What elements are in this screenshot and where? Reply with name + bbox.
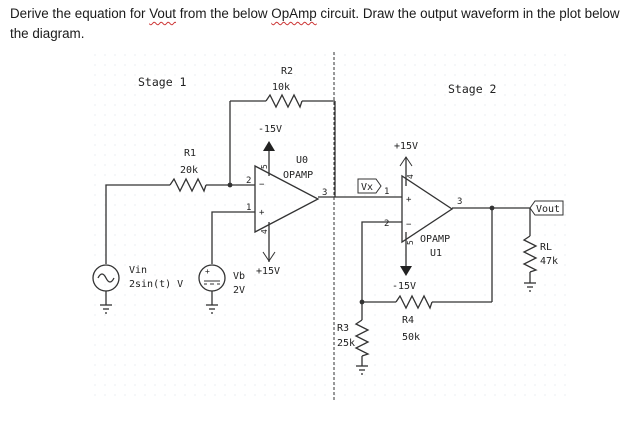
svg-text:Vout: Vout bbox=[536, 204, 560, 215]
junction-dot bbox=[227, 182, 233, 188]
resistor-r4 bbox=[395, 294, 433, 310]
u1-name: U1 bbox=[430, 248, 442, 259]
junction-dot bbox=[359, 299, 365, 305]
u1-pin-inv: 2 bbox=[384, 219, 389, 229]
r1-value: 20k bbox=[180, 165, 198, 176]
ground-icon bbox=[356, 365, 368, 375]
r4-name: R4 bbox=[402, 315, 414, 326]
question-part: Derive the equation for bbox=[10, 6, 150, 21]
svg-text:Vx: Vx bbox=[361, 182, 373, 193]
u1-supply-bottom-label: -15V bbox=[392, 281, 416, 292]
junction-dot bbox=[489, 205, 495, 211]
stage1-label: Stage 1 bbox=[138, 75, 187, 89]
opamp-u1 bbox=[401, 174, 454, 244]
u1-pin-vminus: 5 bbox=[406, 240, 415, 245]
u0-supply-bottom-arrow bbox=[262, 251, 276, 262]
resistor-r3 bbox=[354, 319, 370, 357]
u1-pin-vplus: 4 bbox=[406, 174, 415, 179]
u0-pin-vminus: 4 bbox=[260, 229, 269, 234]
u1-plus-sign: + bbox=[406, 195, 412, 205]
ground-icon bbox=[100, 304, 112, 314]
question-text: Derive the equation for Vout from the be… bbox=[10, 4, 635, 44]
vin-name: Vin bbox=[129, 265, 147, 276]
u0-minus-sign: − bbox=[259, 180, 265, 190]
u0-supply-top-label: -15V bbox=[258, 124, 282, 135]
vb-value: 2V bbox=[233, 285, 245, 296]
r1-name: R1 bbox=[184, 148, 196, 159]
u0-supply-top-arrow bbox=[263, 141, 275, 151]
r3-value: 25k bbox=[337, 338, 355, 349]
ground-icon bbox=[524, 282, 536, 292]
u1-supply-bottom-arrow bbox=[400, 266, 412, 276]
rl-name: RL bbox=[540, 242, 552, 253]
stage2-label: Stage 2 bbox=[448, 82, 496, 96]
source-vb: + bbox=[198, 264, 226, 292]
r3-name: R3 bbox=[337, 323, 349, 334]
schematic-grid bbox=[90, 52, 568, 402]
stage2-wires bbox=[361, 207, 531, 366]
r4-value: 50k bbox=[402, 332, 420, 343]
u0-type: OPAMP bbox=[283, 170, 313, 181]
vin-value: 2sin(t) V bbox=[129, 279, 183, 290]
u1-supply-top-arrow bbox=[399, 156, 413, 167]
question-part: from the below bbox=[176, 6, 272, 21]
question-word-opamp: OpAmp bbox=[271, 6, 317, 21]
source-vin bbox=[92, 264, 120, 292]
stage1-wires bbox=[105, 100, 402, 305]
question-word-vout: Vout bbox=[149, 6, 177, 21]
resistor-r1 bbox=[169, 177, 207, 193]
u0-name: U0 bbox=[296, 155, 308, 166]
u1-supply-top-label: +15V bbox=[394, 141, 418, 152]
ground-icon bbox=[206, 304, 218, 314]
u1-type: OPAMP bbox=[420, 234, 450, 245]
net-label-vout: Vout bbox=[529, 200, 564, 216]
rl-value: 47k bbox=[540, 256, 558, 267]
resistor-rl bbox=[522, 235, 538, 273]
u0-pin-noninv: 1 bbox=[246, 203, 251, 213]
r2-name: R2 bbox=[281, 66, 293, 77]
u1-pin-out: 3 bbox=[457, 197, 462, 207]
u0-pin-out: 3 bbox=[322, 188, 327, 198]
resistor-r2 bbox=[265, 93, 303, 109]
u1-pin-noninv: 1 bbox=[384, 187, 389, 197]
r2-value: 10k bbox=[272, 82, 290, 93]
u0-supply-bottom-label: +15V bbox=[256, 266, 280, 277]
net-label-vx: Vx bbox=[357, 178, 382, 194]
opamp-u0 bbox=[254, 164, 320, 234]
u1-minus-sign: − bbox=[406, 220, 412, 230]
u0-pin-inv: 2 bbox=[246, 176, 251, 186]
vb-name: Vb bbox=[233, 271, 245, 282]
u0-plus-sign: + bbox=[259, 208, 265, 218]
question-part: circuit. Draw the output waveform in the… bbox=[10, 6, 620, 41]
svg-text:+: + bbox=[205, 267, 210, 276]
u0-pin-vplus: 5 bbox=[260, 164, 269, 169]
